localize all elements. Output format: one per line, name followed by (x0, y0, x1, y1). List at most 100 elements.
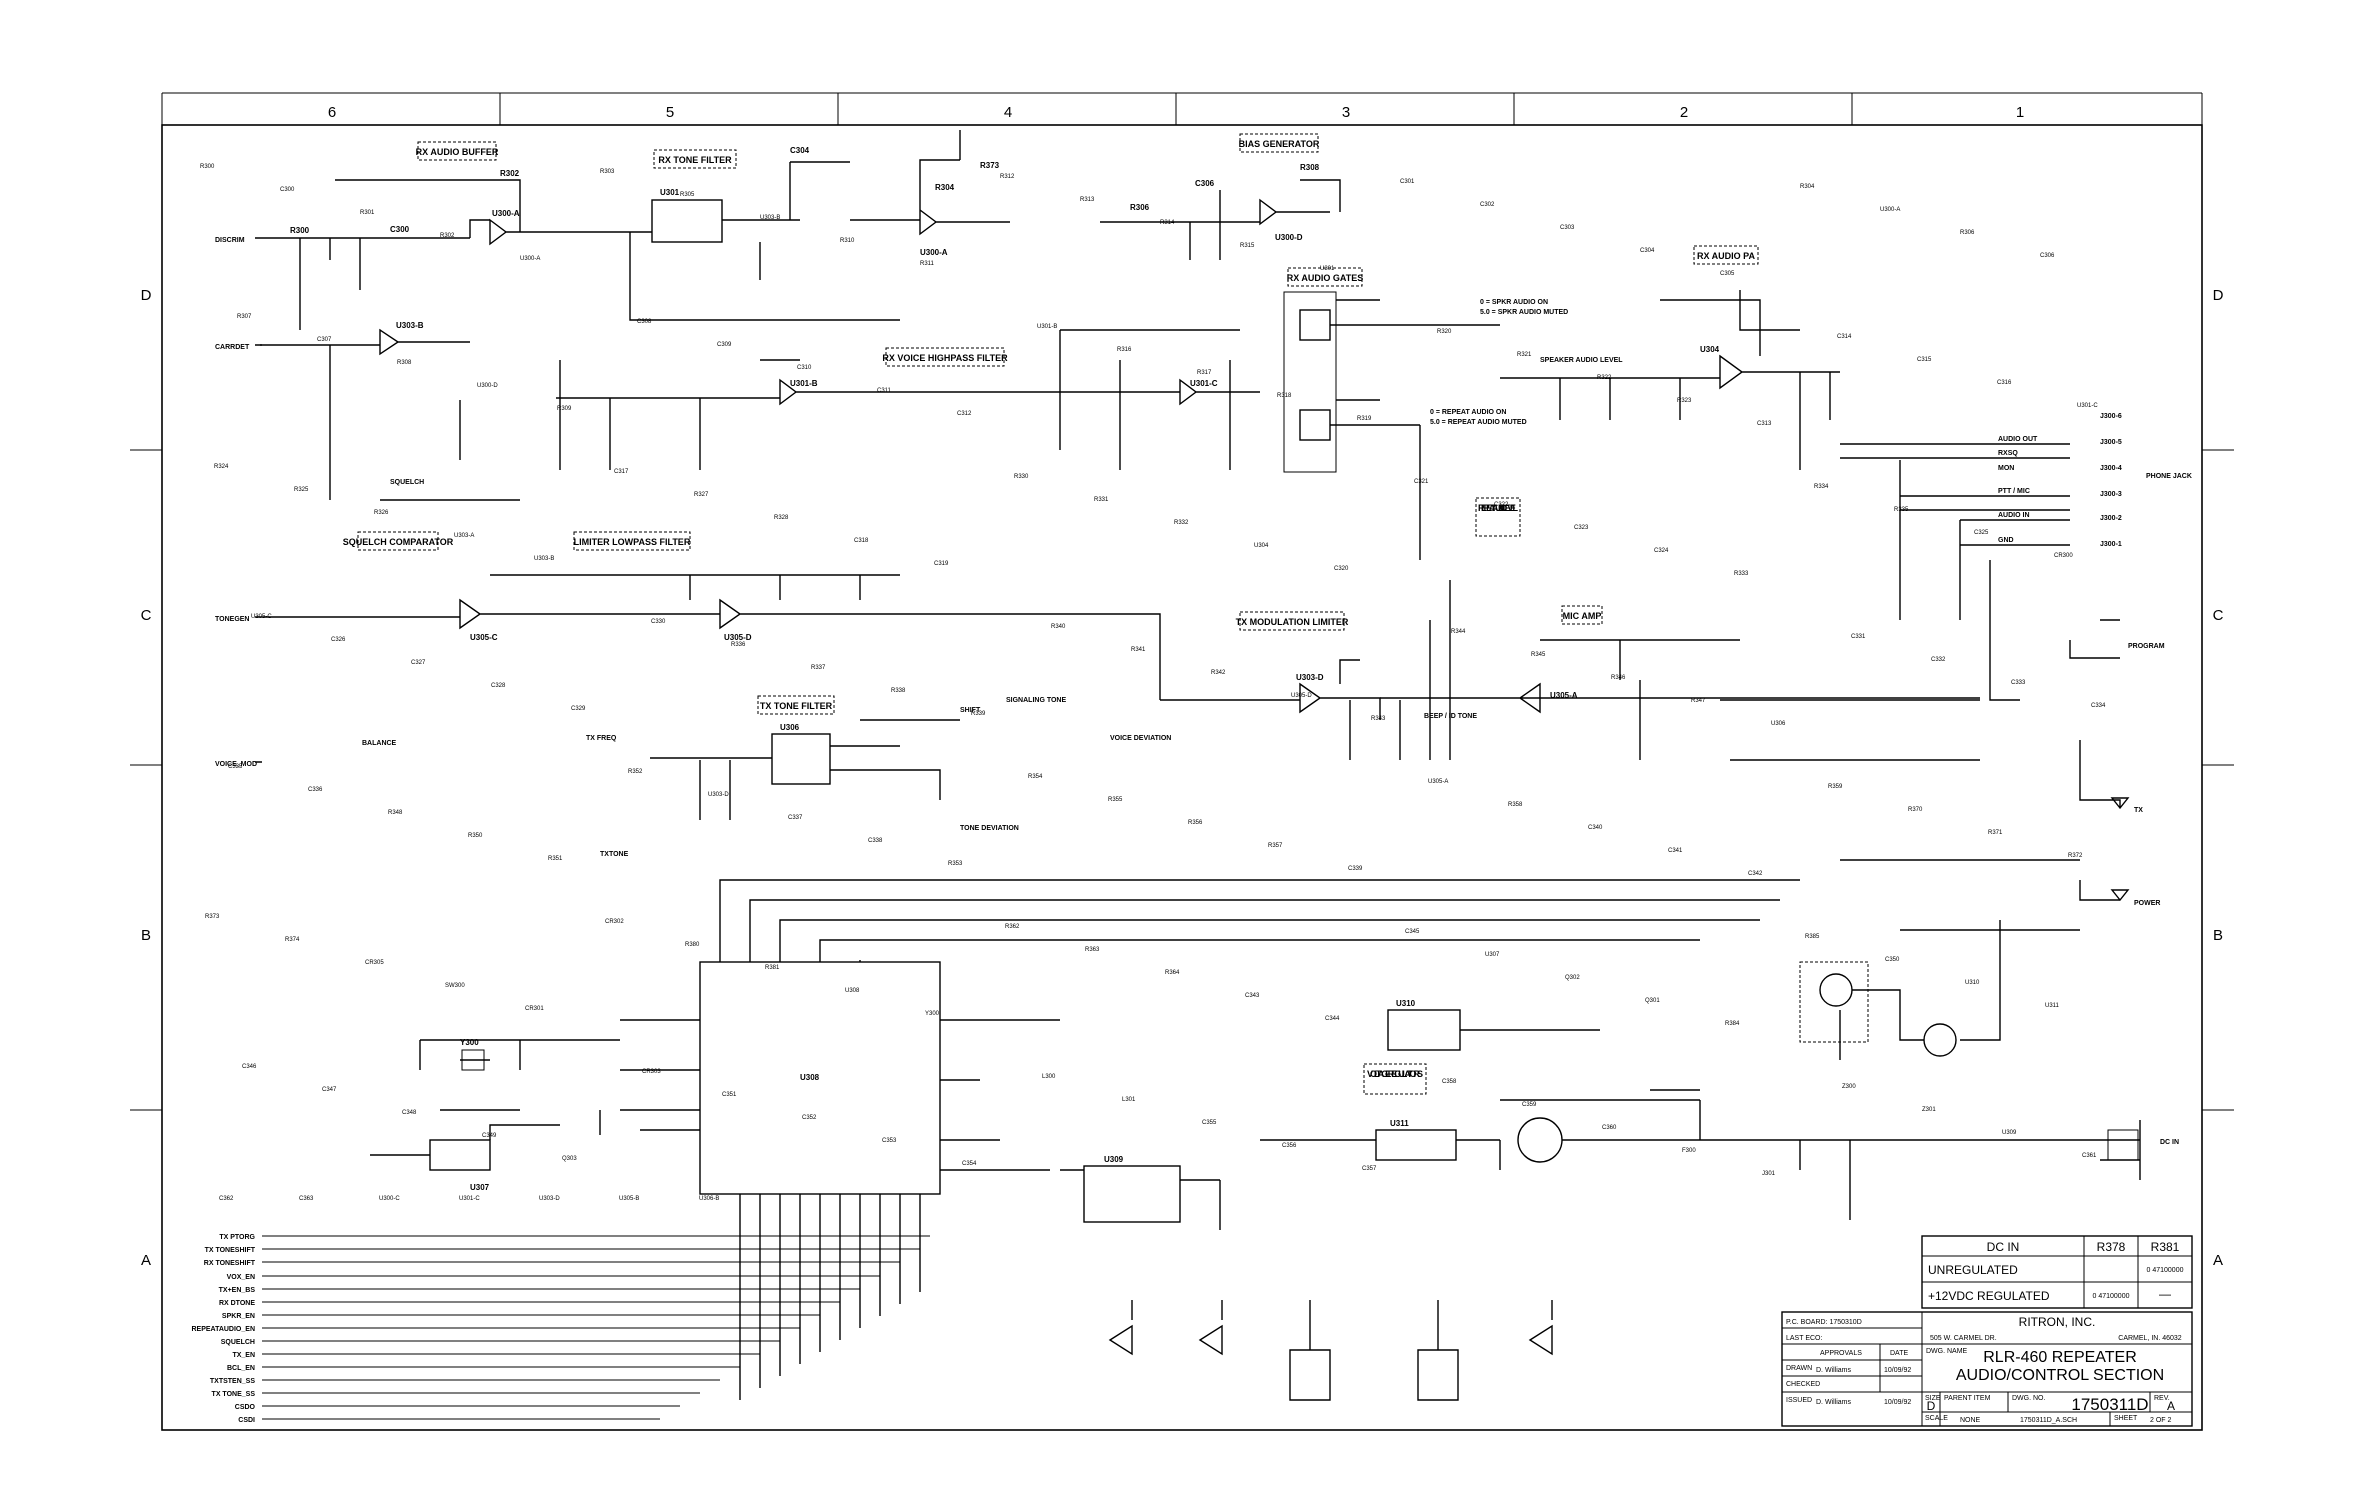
component-ref-label: U301-B (1037, 324, 1057, 330)
zone-label-side: A (141, 1252, 151, 1269)
component-ref-label: U303-B (534, 556, 554, 562)
svg-text:2 OF 2: 2 OF 2 (2150, 1417, 2172, 1424)
component-ref-label: C327 (411, 660, 426, 666)
svg-text:1750311D: 1750311D (2071, 1395, 2148, 1414)
component-ref-label: U303-A (454, 533, 474, 539)
component-ref-label: R324 (214, 464, 229, 470)
component-ref-label: R337 (811, 665, 826, 671)
component-ref-label: C308 (637, 319, 652, 325)
component-ref-label: U311 (2045, 1003, 2060, 1009)
svg-text:U301: U301 (660, 188, 680, 197)
svg-text:A: A (2167, 1399, 2175, 1413)
component-ref-label: R316 (1117, 347, 1132, 353)
squelch-comparator: SQUELCH COMPARATOR SQUELCH U303-B (260, 321, 520, 551)
component-ref-label: R306 (1960, 230, 1975, 236)
status-leds: TX POWER (1840, 740, 2160, 931)
svg-text:RLR-460 REPEATER: RLR-460 REPEATER (1983, 1349, 2137, 1366)
component-ref-label: C352 (802, 1115, 817, 1121)
svg-text:U309: U309 (1104, 1155, 1124, 1164)
component-ref-label: R362 (1005, 924, 1020, 930)
component-ref-label: C337 (788, 815, 803, 821)
component-ref-label: R304 (1800, 184, 1815, 190)
zone-label-side: C (2213, 607, 2224, 624)
rx-hpf-ic: U300-A R304 R373 (850, 130, 1010, 257)
svg-text:REV.: REV. (2154, 1395, 2170, 1402)
component-ref-label: R356 (1188, 820, 1203, 826)
component-ref-label: C305 (1720, 271, 1735, 277)
component-ref-label: CR302 (605, 919, 624, 925)
component-ref-label: CR300 (2054, 553, 2073, 559)
component-ref-label: R381 (765, 965, 780, 971)
svg-text:TX+EN_BS: TX+EN_BS (219, 1287, 256, 1294)
svg-text:RX TONESHIFT: RX TONESHIFT (204, 1260, 256, 1267)
component-ref-label: R301 (360, 210, 375, 216)
component-ref-label: R317 (1197, 370, 1212, 376)
component-ref-label: C325 (1974, 530, 1989, 536)
component-ref-label: R325 (294, 487, 309, 493)
component-ref-label: R302 (440, 233, 455, 239)
svg-text:D. Williams: D. Williams (1816, 1367, 1851, 1374)
svg-text:POWER: POWER (2134, 900, 2160, 907)
component-ref-label: C335 (228, 764, 243, 770)
svg-text:U311: U311 (1390, 1119, 1409, 1128)
svg-text:REPEAT AUDIO LEVEL: REPEAT AUDIO LEVEL (1478, 503, 1519, 513)
svg-text:R304: R304 (935, 183, 955, 192)
component-ref-label: U301-C (459, 1196, 480, 1202)
component-ref-label: R311 (920, 261, 935, 267)
component-reference-labels: R300C300R301R302U300-AR303R305U303-BR310… (200, 164, 2106, 1202)
component-ref-label: Q302 (1565, 975, 1580, 981)
component-ref-label: C348 (402, 1110, 417, 1116)
svg-text:NONE: NONE (1960, 1417, 1981, 1424)
svg-text:U305-C: U305-C (470, 633, 498, 642)
component-ref-label: C317 (614, 469, 629, 475)
component-ref-label: R348 (388, 810, 403, 816)
svg-text:SCALE: SCALE (1925, 1415, 1948, 1422)
component-ref-label: C321 (1414, 479, 1429, 485)
component-ref-label: U303-B (760, 215, 780, 221)
svg-text:R378: R378 (2097, 1240, 2126, 1254)
component-ref-label: R343 (1371, 716, 1386, 722)
svg-text:R381: R381 (2151, 1240, 2180, 1254)
component-ref-label: CR301 (525, 1006, 544, 1012)
svg-text:UNREGULATED: UNREGULATED (1928, 1263, 2018, 1277)
svg-text:CARRDET: CARRDET (215, 344, 250, 351)
limiter-lowpass: LIMITER LOWPASS FILTER U305-C U305-D BAL… (262, 531, 1130, 747)
component-ref-label: U310 (1965, 980, 1980, 986)
component-ref-label: Q303 (562, 1156, 577, 1162)
component-ref-label: Z301 (1922, 1107, 1936, 1113)
svg-text:BEEP / ID TONE: BEEP / ID TONE (1424, 713, 1477, 720)
svg-text:C300: C300 (390, 225, 410, 234)
svg-text:SQUELCH COMPARATOR: SQUELCH COMPARATOR (343, 537, 454, 547)
component-ref-label: SW300 (445, 983, 465, 989)
svg-text:5.0 = SPKR AUDIO MUTED: 5.0 = SPKR AUDIO MUTED (1480, 309, 1568, 316)
voltage-regulators: VOLTAGE REGULATORS U310 U311 (1260, 999, 2100, 1220)
svg-text:U308: U308 (800, 1073, 820, 1082)
component-ref-label: R353 (948, 861, 963, 867)
svg-text:P.C. BOARD: 1750310D: P.C. BOARD: 1750310D (1786, 1319, 1862, 1326)
svg-text:RX AUDIO GATES: RX AUDIO GATES (1287, 273, 1364, 283)
svg-text:VOICE_MOD: VOICE_MOD (215, 761, 257, 768)
svg-text:TX FREQ: TX FREQ (586, 735, 617, 742)
component-ref-label: U300-A (520, 256, 540, 262)
component-ref-label: U303-D (539, 1196, 560, 1202)
component-ref-label: C360 (1602, 1125, 1617, 1131)
component-ref-label: U308 (845, 988, 860, 994)
component-ref-label: R310 (840, 238, 855, 244)
svg-text:U307: U307 (470, 1183, 490, 1192)
component-ref-label: C322 (1494, 502, 1509, 508)
dc-input: DC IN (2100, 1120, 2179, 1180)
component-ref-label: R318 (1277, 393, 1292, 399)
title-block: P.C. BOARD: 1750310D LAST ECO: RITRON, I… (1781, 1311, 2193, 1427)
svg-text:U300-D: U300-D (1275, 233, 1303, 242)
spare-gates (1108, 1300, 1553, 1401)
component-ref-label: R312 (1000, 174, 1015, 180)
reset-ic-u307: U307 (370, 1124, 560, 1192)
svg-text:10/09/92: 10/09/92 (1884, 1399, 1911, 1406)
input-signals: DISCRIM CARRDET TONEGEN VOICE_MOD TXTONE (215, 237, 629, 858)
component-ref-label: R334 (1814, 484, 1829, 490)
component-ref-label: U301-C (2077, 403, 2098, 409)
component-ref-label: C318 (854, 538, 869, 544)
component-ref-label: C356 (1282, 1143, 1297, 1149)
svg-text:TX_EN: TX_EN (232, 1352, 255, 1359)
